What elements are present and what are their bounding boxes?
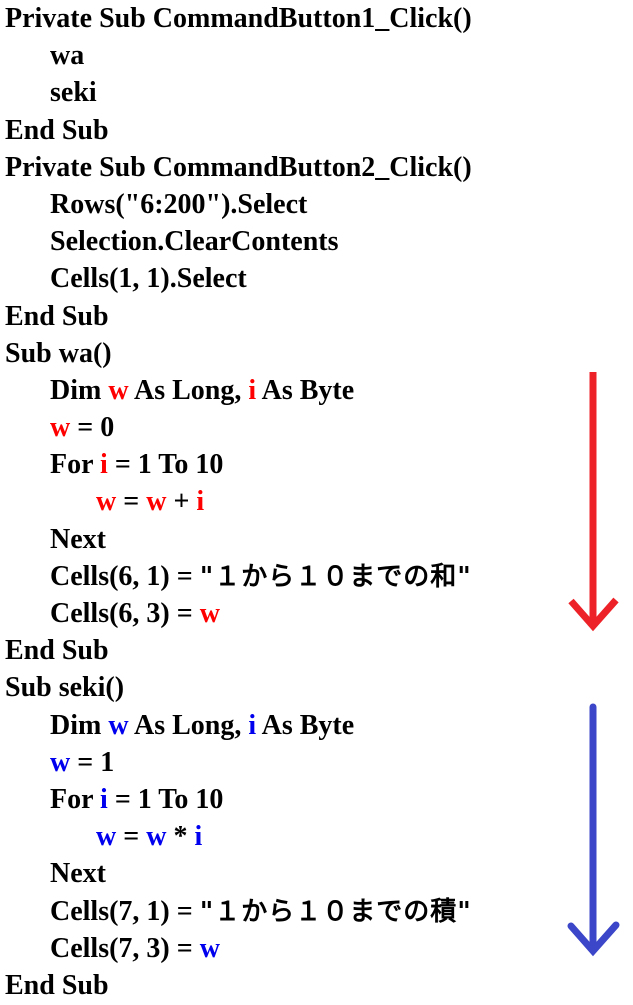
code-line: w = w * i xyxy=(0,818,633,855)
code-line: Cells(6, 3) = w xyxy=(0,595,633,632)
code-line: w = 0 xyxy=(0,409,633,446)
code-token: = xyxy=(116,486,147,518)
code-token: w xyxy=(96,486,117,518)
code-token: Cells(6, 3) = xyxy=(50,598,200,629)
code-token: Private Sub CommandButton1_Click() xyxy=(5,3,472,34)
code-line: Private Sub CommandButton2_Click() xyxy=(0,149,633,186)
code-line: Cells(7, 1) = "１から１０までの積" xyxy=(0,893,633,930)
code-token: Sub seki() xyxy=(5,672,125,704)
code-line: Private Sub CommandButton1_Click() xyxy=(0,0,633,37)
code-token: w xyxy=(108,374,129,406)
code-token: Cells(1, 1).Select xyxy=(50,263,247,295)
code-token: End Sub xyxy=(5,114,109,146)
code-line: w = 1 xyxy=(0,744,633,781)
code-line: Next xyxy=(0,855,633,892)
code-token: i xyxy=(100,783,108,815)
code-line: For i = 1 To 10 xyxy=(0,446,633,483)
code-token: = xyxy=(116,821,147,853)
code-token: = 0 xyxy=(70,412,115,444)
code-line: Cells(6, 1) = "１から１０までの和" xyxy=(0,558,633,595)
code-token: i xyxy=(100,449,108,481)
code-line: Rows("6:200").Select xyxy=(0,186,633,223)
code-token: As Byte xyxy=(256,709,355,741)
code-line: Cells(7, 3) = w xyxy=(0,930,633,967)
code-token: "１から１０までの積" xyxy=(199,896,472,927)
code-line: End Sub xyxy=(0,967,633,1004)
code-line: Next xyxy=(0,521,633,558)
code-token: w xyxy=(96,821,117,853)
code-token: Cells(7, 1) = xyxy=(50,895,200,927)
code-token: w xyxy=(50,412,71,444)
code-token: Dim xyxy=(50,709,109,741)
code-token: For xyxy=(50,449,101,481)
code-token: Cells(6, 1) = xyxy=(50,560,200,592)
code-token: w xyxy=(199,932,220,964)
code-token: Dim xyxy=(50,374,109,406)
code-token: w xyxy=(146,486,167,518)
code-line: End Sub xyxy=(0,298,633,335)
code-line: Cells(1, 1).Select xyxy=(0,260,633,297)
code-token: i xyxy=(196,486,205,518)
code-token: * xyxy=(166,821,195,853)
code-token: w xyxy=(199,598,220,629)
code-token: As Byte xyxy=(256,374,355,406)
code-line: w = w + i xyxy=(0,483,633,520)
code-token: i xyxy=(248,709,257,741)
code-line: Sub seki() xyxy=(0,669,633,706)
code-token: Rows("6:200").Select xyxy=(50,188,308,220)
code-token: For xyxy=(50,783,101,815)
code-token: wa xyxy=(50,40,85,72)
code-line: For i = 1 To 10 xyxy=(0,781,633,818)
code-line: Selection.ClearContents xyxy=(0,223,633,260)
code-token: Sub wa() xyxy=(5,337,112,369)
code-token: As Long, xyxy=(128,374,249,406)
code-token: End Sub xyxy=(5,969,109,1001)
code-token: = 1 To 10 xyxy=(107,449,224,481)
code-token: Private Sub CommandButton2_Click() xyxy=(5,151,472,183)
code-token: End Sub xyxy=(5,300,109,332)
code-token: w xyxy=(50,746,71,778)
code-line: End Sub xyxy=(0,112,633,149)
code-line: Sub wa() xyxy=(0,335,633,372)
code-token: "１から１０までの和" xyxy=(199,561,472,592)
code-token: Cells(7, 3) = xyxy=(50,932,200,964)
code-token: i xyxy=(194,821,203,853)
code-token: + xyxy=(166,486,197,518)
code-token: w xyxy=(146,821,167,853)
code-line: Dim w As Long, i As Byte xyxy=(0,707,633,744)
code-token: w xyxy=(108,709,129,741)
code-token: End Sub xyxy=(5,635,109,667)
code-token: Next xyxy=(50,523,106,555)
code-token: = 1 xyxy=(70,746,115,778)
code-line: wa xyxy=(0,37,633,74)
code-token: = 1 To 10 xyxy=(107,783,224,815)
code-token: As Long, xyxy=(128,709,249,741)
code-token: Next xyxy=(50,858,106,890)
code-line: Dim w As Long, i As Byte xyxy=(0,372,633,409)
code-token: seki xyxy=(50,77,97,109)
code-line: End Sub xyxy=(0,632,633,669)
code-token: i xyxy=(248,374,257,406)
code-token: Selection.ClearContents xyxy=(50,226,339,258)
code-line: seki xyxy=(0,74,633,111)
